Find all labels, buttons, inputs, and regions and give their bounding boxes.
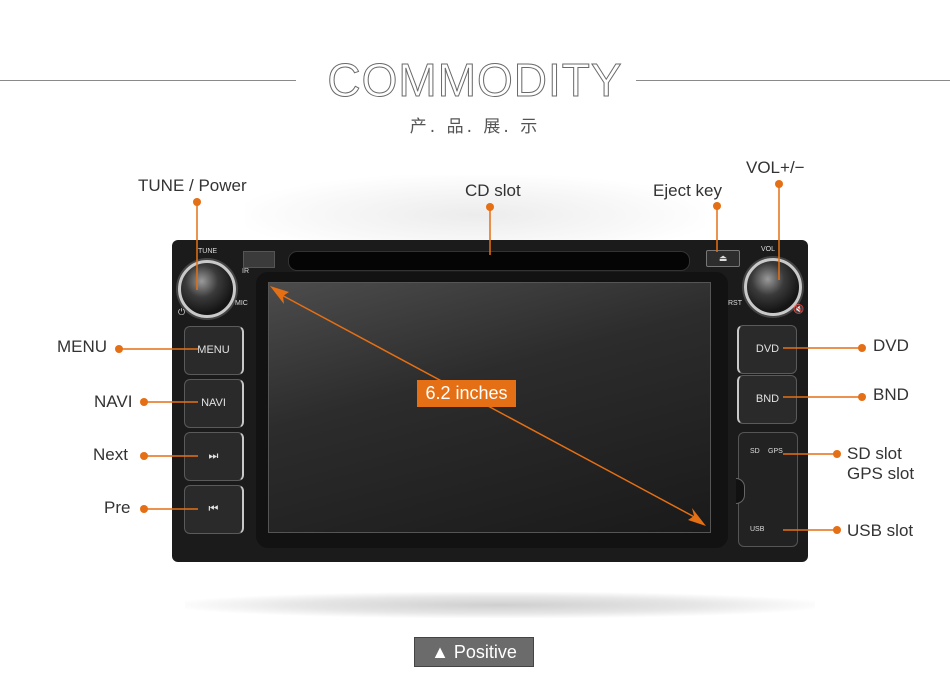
sd-label: SD — [750, 448, 760, 455]
bnd-button[interactable]: BND — [737, 375, 797, 424]
menu-button[interactable]: MENU — [184, 326, 244, 375]
label-navi: NAVI — [94, 392, 133, 411]
label-eject-key: Eject key — [653, 181, 722, 200]
dot-tune-power — [193, 198, 201, 206]
mute-icon: 🔇 — [793, 304, 805, 314]
label-menu: MENU — [57, 337, 108, 356]
knob-right-label: VOL — [761, 246, 776, 253]
dvd-button[interactable]: DVD — [737, 325, 797, 374]
dot-bnd — [858, 393, 866, 401]
label-vol: VOL+/− — [746, 158, 805, 177]
dot-cd-slot — [486, 203, 494, 211]
label-usb-slot: USB slot — [847, 521, 914, 540]
dot-usb — [833, 526, 841, 534]
label-next: Next — [93, 445, 128, 464]
label-cd-slot: CD slot — [465, 181, 521, 200]
mic-label: MIC — [235, 300, 248, 307]
screen-size-badge: 6.2 inches — [417, 380, 516, 407]
dot-sd-gps — [833, 450, 841, 458]
label-tune-power: TUNE / Power — [138, 176, 247, 195]
header-rule-right — [636, 80, 950, 81]
page-title: COMMODITY — [327, 54, 623, 107]
dot-navi — [140, 398, 148, 406]
arrowhead-bottom-right — [688, 508, 706, 526]
ir-label: IR — [242, 268, 249, 275]
knob-left-label: TUNE — [198, 248, 218, 255]
usb-label: USB — [750, 526, 765, 533]
dot-vol — [775, 180, 783, 188]
dot-dvd — [858, 344, 866, 352]
dot-pre — [140, 505, 148, 513]
floor-shadow — [185, 592, 815, 618]
navi-button[interactable]: NAVI — [184, 379, 244, 428]
tune-power-knob[interactable] — [178, 260, 236, 318]
eject-button[interactable]: ⏏ — [706, 250, 740, 267]
label-sd-slot: SD slot — [847, 444, 902, 463]
sd-gps-usb-panel — [738, 432, 798, 547]
cd-slot[interactable] — [288, 251, 690, 271]
dot-eject — [713, 202, 721, 210]
header-rule-left — [0, 80, 296, 81]
ir-sensor — [243, 251, 275, 268]
dot-next — [140, 452, 148, 460]
arrowhead-top-left — [270, 286, 289, 304]
dot-menu — [115, 345, 123, 353]
page-subtitle: 产. 品. 展. 示 — [409, 117, 541, 137]
label-pre: Pre — [104, 498, 131, 517]
label-dvd: DVD — [873, 336, 909, 355]
label-gps-slot: GPS slot — [847, 464, 915, 483]
view-positive-badge: ▲ Positive — [414, 637, 534, 667]
rst-label: RST — [728, 300, 742, 307]
volume-knob[interactable] — [744, 258, 802, 316]
gps-label: GPS — [768, 448, 783, 455]
label-bnd: BND — [873, 385, 909, 404]
power-icon: ⏻ — [178, 307, 186, 317]
